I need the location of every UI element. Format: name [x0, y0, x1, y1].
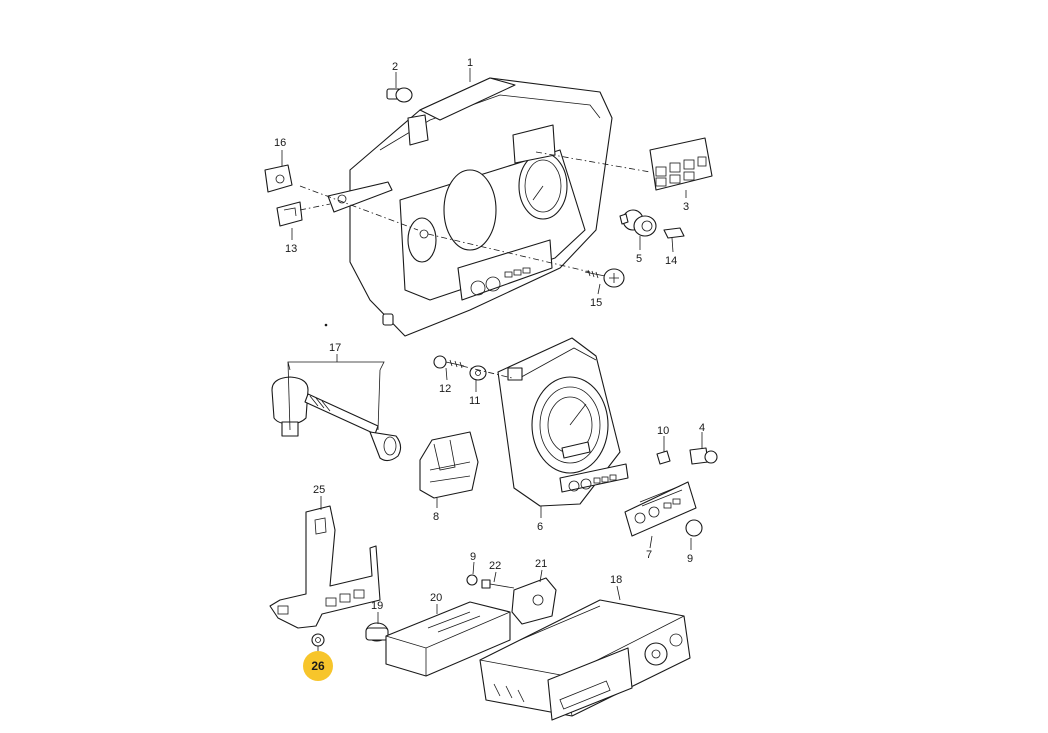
part-26-nut — [311, 633, 325, 647]
part-8-connector-bracket — [419, 431, 479, 499]
part-7-trim-panel — [624, 481, 697, 537]
callout-numbers: 1 2 3 4 5 6 7 8 9 9 10 11 12 13 14 15 16… — [274, 57, 705, 612]
callout-13[interactable]: 13 — [285, 243, 297, 255]
callout-20[interactable]: 20 — [430, 592, 442, 604]
part-3-warning-light-panel — [649, 137, 713, 191]
callout-15[interactable]: 15 — [590, 297, 602, 309]
leader-lines — [281, 68, 703, 652]
callout-1[interactable]: 1 — [467, 57, 473, 69]
callout-25[interactable]: 25 — [313, 484, 325, 496]
callout-11[interactable]: 11 — [469, 395, 480, 407]
part-10-bulb — [656, 450, 671, 465]
part-17-speedometer-cable — [271, 376, 402, 462]
callout-6[interactable]: 6 — [537, 521, 543, 533]
part-14-bulb — [663, 227, 685, 239]
part-15-screw — [584, 268, 625, 288]
part-1-instrument-cluster-housing — [327, 77, 613, 337]
callout-14[interactable]: 14 — [665, 255, 677, 267]
callout-26-highlighted[interactable]: 26 — [303, 651, 333, 681]
callout-19[interactable]: 19 — [371, 600, 383, 612]
callout-18[interactable]: 18 — [610, 574, 622, 586]
callout-21[interactable]: 21 — [535, 558, 547, 570]
part-13-clip — [276, 201, 303, 227]
part-22-bolt — [481, 579, 515, 589]
callout-26[interactable]: 26 — [311, 659, 325, 673]
part-12-screw — [433, 355, 465, 369]
callout-22[interactable]: 22 — [489, 560, 501, 572]
part-9-knob — [685, 519, 703, 537]
callout-8[interactable]: 8 — [433, 511, 439, 523]
part-16-clip — [264, 164, 293, 193]
callout-5[interactable]: 5 — [636, 253, 642, 265]
part-9-screw — [466, 574, 478, 586]
part-4-bulb-holder — [689, 447, 718, 465]
part-2-plug — [386, 87, 413, 103]
callout-3[interactable]: 3 — [683, 201, 689, 213]
part-11-washer — [469, 365, 487, 381]
callout-17[interactable]: 17 — [329, 342, 341, 354]
callout-10[interactable]: 10 — [657, 425, 669, 437]
callout-9-left[interactable]: 9 — [470, 551, 476, 563]
part-5-bulb-socket — [619, 209, 657, 237]
callout-2[interactable]: 2 — [392, 61, 398, 73]
callout-4[interactable]: 4 — [699, 422, 705, 434]
assembly-lines — [299, 151, 651, 379]
callout-16[interactable]: 16 — [274, 137, 286, 149]
stray-dot — [324, 323, 328, 327]
part-20-cover-frame — [385, 601, 511, 677]
highlight-circle — [303, 651, 333, 681]
part-6-tachograph-gauge-unit — [497, 337, 629, 507]
part-19-knob — [365, 622, 389, 642]
callout-12[interactable]: 12 — [439, 383, 451, 395]
part-21-holder — [511, 577, 557, 625]
part-18-tachograph-recorder — [479, 599, 691, 721]
part-25-mounting-bracket — [269, 505, 381, 629]
callout-9-right[interactable]: 9 — [687, 553, 693, 565]
callout-7[interactable]: 7 — [646, 549, 652, 561]
